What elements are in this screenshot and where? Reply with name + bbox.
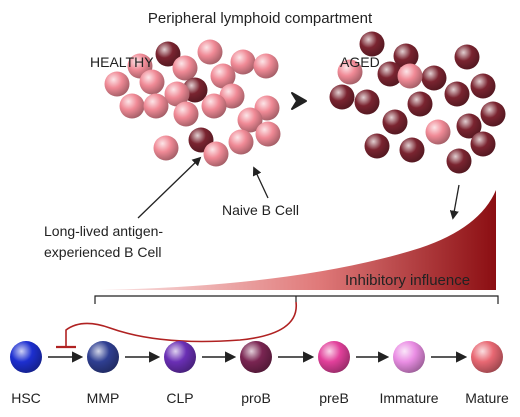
aged-long-lived-b-cell [382,109,408,135]
stage-cell-prob [240,341,272,373]
aged-long-lived-b-cell [470,73,496,99]
healthy-naive-b-cell [203,141,229,167]
healthy-naive-b-cell [237,107,263,133]
stage-cell-mature [471,341,503,373]
healthy-naive-b-cell [153,135,179,161]
healthy-long-lived-b-cell [155,41,181,67]
aged-long-lived-b-cell [407,91,433,117]
aged-naive-b-cell [397,63,423,89]
healthy-naive-b-cell [253,53,279,79]
aged-cell-cluster [329,31,506,174]
long-lived-label-line-1: Long-lived antigen- [44,223,164,239]
aged-naive-b-cell [425,119,451,145]
aged-long-lived-b-cell [393,43,419,69]
healthy-naive-b-cell [164,81,190,107]
aged-long-lived-b-cell [359,31,385,57]
stage-label-hsc: HSC [11,390,41,406]
aged-long-lived-b-cell [480,101,506,127]
stage-label-prob: proB [241,390,271,406]
stage-label-preb: preB [319,390,349,406]
naive-b-cell-label: Naive B Cell [222,202,300,218]
aged-long-lived-b-cell [454,44,480,70]
long-lived-pointer-arrow [137,156,202,219]
healthy-naive-b-cell [173,101,199,127]
stage-cell-mmp [87,341,119,373]
aged-long-lived-b-cell [329,84,355,110]
stage-label-mature: Mature [465,390,509,406]
healthy-naive-b-cell [210,63,236,89]
stage-cell-preb [318,341,350,373]
stage-label-clp: CLP [166,390,194,406]
influence-bracket [94,295,499,304]
stage-cell-clp [164,341,196,373]
inhibitory-influence-label: Inhibitory influence [345,272,471,289]
healthy-naive-b-cell [197,39,223,65]
aged-to-influence-arrow [449,184,460,220]
healthy-naive-b-cell [119,93,145,119]
inhibitory-influence-wedge [100,190,496,290]
healthy-naive-b-cell [255,121,281,147]
stage-cell-immature [393,341,425,373]
healthy-naive-b-cell [172,55,198,81]
healthy-naive-b-cell [230,49,256,75]
aged-long-lived-b-cell [470,131,496,157]
healthy-naive-b-cell [139,69,165,95]
healthy-naive-b-cell [201,93,227,119]
aged-label: AGED [340,54,380,70]
stage-label-mmp: MMP [86,390,120,406]
aged-long-lived-b-cell [456,113,482,139]
long-lived-label-line-2: experienced B Cell [44,244,162,260]
aged-long-lived-b-cell [444,81,470,107]
healthy-cell-cluster [104,39,281,167]
stage-label-immature: Immature [379,390,439,406]
aged-long-lived-b-cell [399,137,425,163]
inhibition-line [65,301,297,346]
healthy-naive-b-cell [228,129,254,155]
long-lived-b-cell-label: Long-lived antigen- experienced B Cell [44,221,163,263]
naive-pointer-arrow [252,166,269,199]
aged-naive-b-cell [337,59,363,85]
aged-long-lived-b-cell [364,133,390,159]
differentiation-pathway [10,341,503,373]
healthy-naive-b-cell [104,71,130,97]
stage-cell-hsc [10,341,42,373]
aged-long-lived-b-cell [354,89,380,115]
healthy-label: HEALTHY [90,54,154,70]
compartment-title: Peripheral lymphoid compartment [147,10,373,27]
aged-long-lived-b-cell [446,148,472,174]
aged-long-lived-b-cell [377,61,403,87]
aging-transition-arrow [291,92,307,110]
healthy-naive-b-cell [143,93,169,119]
aged-long-lived-b-cell [421,65,447,91]
